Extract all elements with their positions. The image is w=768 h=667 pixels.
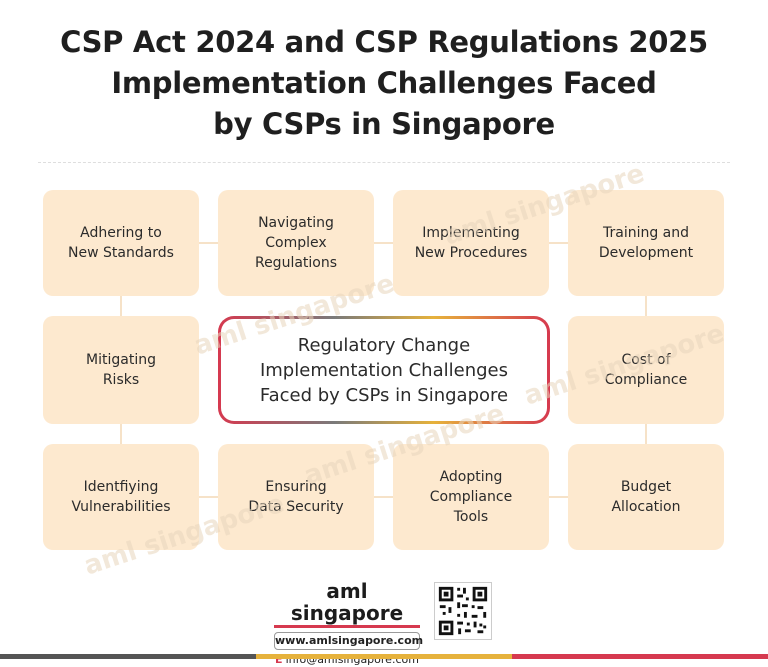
brand-logo: aml singapore — [274, 580, 420, 628]
box-cost-of-compliance: Cost of Compliance — [568, 316, 724, 424]
title-line-2: Implementation Challenges Faced — [111, 66, 657, 100]
box-mitigating-risks: Mitigating Risks — [43, 316, 199, 424]
title-divider — [38, 162, 730, 163]
box-adhering-standards: Adhering to New Standards — [43, 190, 199, 296]
box-training-development: Training and Development — [568, 190, 724, 296]
box-implementing-procedures: Implementing New Procedures — [393, 190, 549, 296]
box-ensuring-data-security: Ensuring Data Security — [218, 444, 374, 550]
footer-color-bar — [0, 654, 768, 659]
qr-code-icon — [434, 582, 492, 640]
footer-bar-gray — [0, 654, 256, 659]
box-adopting-compliance-tools: Adopting Compliance Tools — [393, 444, 549, 550]
box-identifying-vulnerabilities: Identfiying Vulnerabilities — [43, 444, 199, 550]
brand-website[interactable]: www.amlsingapore.com — [274, 632, 423, 650]
box-budget-allocation: Budget Allocation — [568, 444, 724, 550]
title-line-3: by CSPs in Singapore — [213, 107, 555, 141]
title-line-1: CSP Act 2024 and CSP Regulations 2025 — [60, 25, 708, 59]
footer-bar-red — [512, 654, 768, 659]
box-navigating-regulations: Navigating Complex Regulations — [218, 190, 374, 296]
center-regulatory-change: Regulatory Change Implementation Challen… — [218, 316, 550, 424]
page-title: CSP Act 2024 and CSP Regulations 2025 Im… — [0, 22, 768, 145]
footer-bar-yellow — [256, 654, 512, 659]
